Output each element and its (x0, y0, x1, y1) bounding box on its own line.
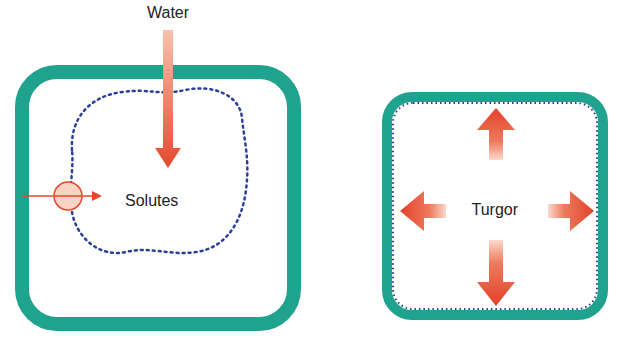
turgor-arrow (548, 191, 594, 231)
cell-membrane (71, 88, 248, 253)
cell-wall: Solutes (15, 65, 301, 331)
turgor-arrow (400, 191, 446, 231)
turgor-arrow (477, 240, 515, 306)
solute-line (54, 195, 82, 197)
transporter-circle (54, 182, 82, 210)
cell-label: Solutes (125, 192, 178, 210)
arrow-label: Water (147, 4, 189, 22)
cell-label: Turgor (472, 201, 519, 219)
cell-wall: Turgor (382, 92, 608, 320)
turgor-arrow (477, 108, 515, 160)
water-arrow (155, 30, 181, 168)
solute-arrowhead (92, 191, 102, 201)
cell-membrane (393, 103, 597, 309)
solute-line (22, 195, 92, 197)
